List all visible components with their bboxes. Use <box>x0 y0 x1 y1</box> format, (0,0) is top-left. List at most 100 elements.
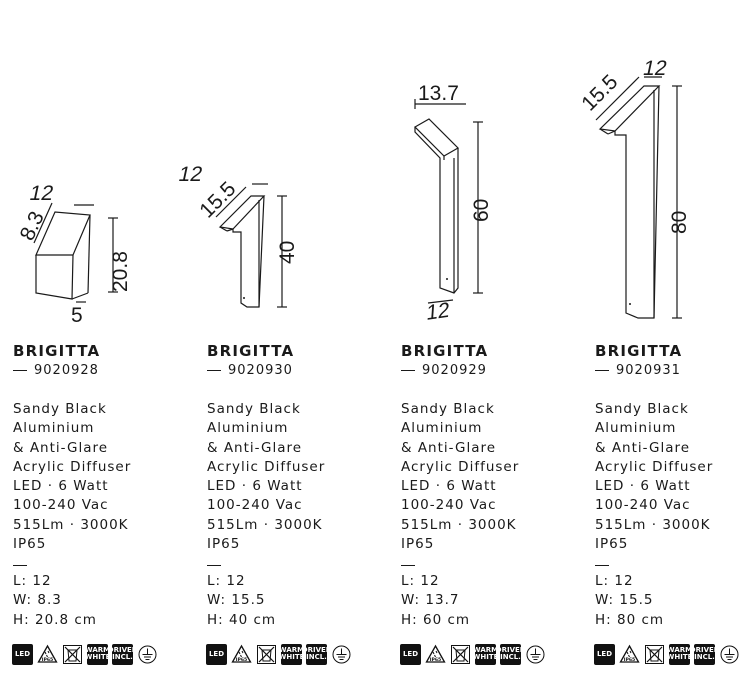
product-drawing: 15.5 12 40 <box>176 0 384 330</box>
warm-white-icon-text: WARM WHITE <box>84 646 111 661</box>
product-card-9020930: 15.5 12 40 BRIGITTA 9020930 Sandy Black … <box>176 0 384 678</box>
dimension-height: H: 40 cm <box>207 611 277 628</box>
drawing-label-width: 8.3 <box>16 208 49 244</box>
ip65-icon-text: IP65 <box>430 657 441 663</box>
drawing-label-length: 12 <box>426 299 451 325</box>
driver-included-icon: DRIVER INCL. <box>690 643 719 665</box>
ip65-icon: IP65 <box>231 644 252 665</box>
spec-line: & Anti-Glare <box>595 439 691 456</box>
bollard-drawing-208: 12 8.3 20.8 5 <box>16 182 132 327</box>
product-code-value: 9020929 <box>422 363 487 378</box>
separator-dash <box>401 565 415 566</box>
no-disposal-icon <box>62 644 83 665</box>
spec-line: LED · 6 Watt <box>13 478 109 495</box>
dimension-length: L: 12 <box>13 573 52 589</box>
dimension-length: L: 12 <box>401 573 440 589</box>
driver-included-icon-text: DRIVER INCL. <box>107 646 138 661</box>
product-name: BRIGITTA <box>207 342 295 360</box>
dimension-width: W: 13.7 <box>401 592 460 609</box>
spec-line: Acrylic Diffuser <box>13 458 132 475</box>
spec-line: & Anti-Glare <box>13 439 109 456</box>
product-drawing: 13.7 60 12 <box>388 0 578 330</box>
driver-included-icon: DRIVER INCL. <box>302 643 331 665</box>
spec-line: 100-240 Vac <box>207 497 303 514</box>
ground-icon <box>137 644 158 665</box>
product-drawing: 15.5 12 80 <box>577 0 748 330</box>
dimension-length: L: 12 <box>207 573 246 589</box>
spec-line: LED · 6 Watt <box>595 478 691 495</box>
drawing-label-height: 20.8 <box>109 251 132 292</box>
spec-line: 515Lm · 3000K <box>207 516 323 533</box>
drawing-label-length: 12 <box>641 57 669 80</box>
driver-included-icon-text: DRIVER INCL. <box>689 646 720 661</box>
spec-list: Sandy Black Aluminium & Anti-Glare Acryl… <box>401 400 519 554</box>
drawing-label-width: 13.7 <box>418 82 459 105</box>
product-code: 9020930 <box>207 363 293 378</box>
bollard-drawing-40: 15.5 12 40 <box>176 163 299 308</box>
spec-line: Sandy Black <box>207 401 301 417</box>
driver-included-icon-text: DRIVER INCL. <box>495 646 526 661</box>
dimension-length: L: 12 <box>595 573 634 589</box>
warm-white-icon: WARM WHITE <box>278 643 305 665</box>
drawing-label-height: 40 <box>276 241 299 264</box>
drawing-label-width: 15.5 <box>577 70 622 115</box>
spec-line: IP65 <box>207 536 241 553</box>
spec-list: Sandy Black Aluminium & Anti-Glare Acryl… <box>595 400 713 554</box>
dash-mark <box>207 370 221 371</box>
separator-dash <box>13 565 27 566</box>
drawing-label-width: 15.5 <box>195 177 240 222</box>
warm-white-icon: WARM WHITE <box>666 643 693 665</box>
driver-included-icon-text: DRIVER INCL. <box>301 646 332 661</box>
led-icon-text: LED <box>208 649 225 658</box>
no-disposal-icon <box>450 644 471 665</box>
dimension-height: H: 80 cm <box>595 611 665 628</box>
feature-icons: LED IP65 WARM WHITE DRIVER INCL. <box>206 643 352 665</box>
spec-line: LED · 6 Watt <box>401 478 497 495</box>
product-code-value: 9020930 <box>228 363 293 378</box>
dash-mark <box>13 370 27 371</box>
product-code-value: 9020928 <box>34 363 99 378</box>
warm-white-icon-text: WARM WHITE <box>666 646 693 661</box>
feature-icons: LED IP65 WARM WHITE DRIVER INCL. <box>400 643 546 665</box>
product-card-9020928: 12 8.3 20.8 5 BRIGITTA 9020928 Sandy Bla… <box>0 0 190 678</box>
led-icon: LED <box>12 643 33 665</box>
spec-line: 515Lm · 3000K <box>595 516 711 533</box>
product-code: 9020929 <box>401 363 487 378</box>
separator-dash <box>595 565 609 566</box>
led-icon-text: LED <box>14 649 31 658</box>
ip65-icon: IP65 <box>37 644 58 665</box>
drawing-label-height: 80 <box>668 211 691 234</box>
no-disposal-icon <box>256 644 277 665</box>
product-card-9020931: 15.5 12 80 BRIGITTA 9020931 Sandy Black … <box>577 0 748 678</box>
warm-white-icon-text: WARM WHITE <box>278 646 305 661</box>
dimension-list: L: 12 W: 8.3 H: 20.8 cm <box>13 572 97 630</box>
spec-line: Aluminium <box>207 420 289 437</box>
ground-icon <box>719 644 740 665</box>
dash-mark <box>401 370 415 371</box>
spec-line: Sandy Black <box>595 401 689 417</box>
ip65-icon-text: IP65 <box>624 657 635 663</box>
product-code-value: 9020931 <box>616 363 681 378</box>
dimension-list: L: 12 W: 15.5 H: 80 cm <box>595 572 664 630</box>
drawing-label-length: 12 <box>27 182 55 205</box>
feature-icons: LED IP65 WARM WHITE DRIVER INCL. <box>594 643 740 665</box>
spec-line: LED · 6 Watt <box>207 478 303 495</box>
spec-line: & Anti-Glare <box>207 439 303 456</box>
driver-included-icon: DRIVER INCL. <box>108 643 137 665</box>
spec-line: 100-240 Vac <box>401 497 497 514</box>
spec-line: & Anti-Glare <box>401 439 497 456</box>
warm-white-icon: WARM WHITE <box>84 643 111 665</box>
ip65-icon: IP65 <box>619 644 640 665</box>
separator-dash <box>207 565 221 566</box>
dimension-list: L: 12 W: 15.5 H: 40 cm <box>207 572 276 630</box>
dash-mark <box>595 370 609 371</box>
spec-line: Sandy Black <box>401 401 495 417</box>
product-name: BRIGITTA <box>13 342 101 360</box>
ip65-icon: IP65 <box>425 644 446 665</box>
spec-line: 515Lm · 3000K <box>13 516 129 533</box>
spec-list: Sandy Black Aluminium & Anti-Glare Acryl… <box>13 400 131 554</box>
led-icon: LED <box>594 643 615 665</box>
spec-line: 100-240 Vac <box>13 497 109 514</box>
dimension-width: W: 15.5 <box>207 592 266 609</box>
spec-line: Sandy Black <box>13 401 107 417</box>
